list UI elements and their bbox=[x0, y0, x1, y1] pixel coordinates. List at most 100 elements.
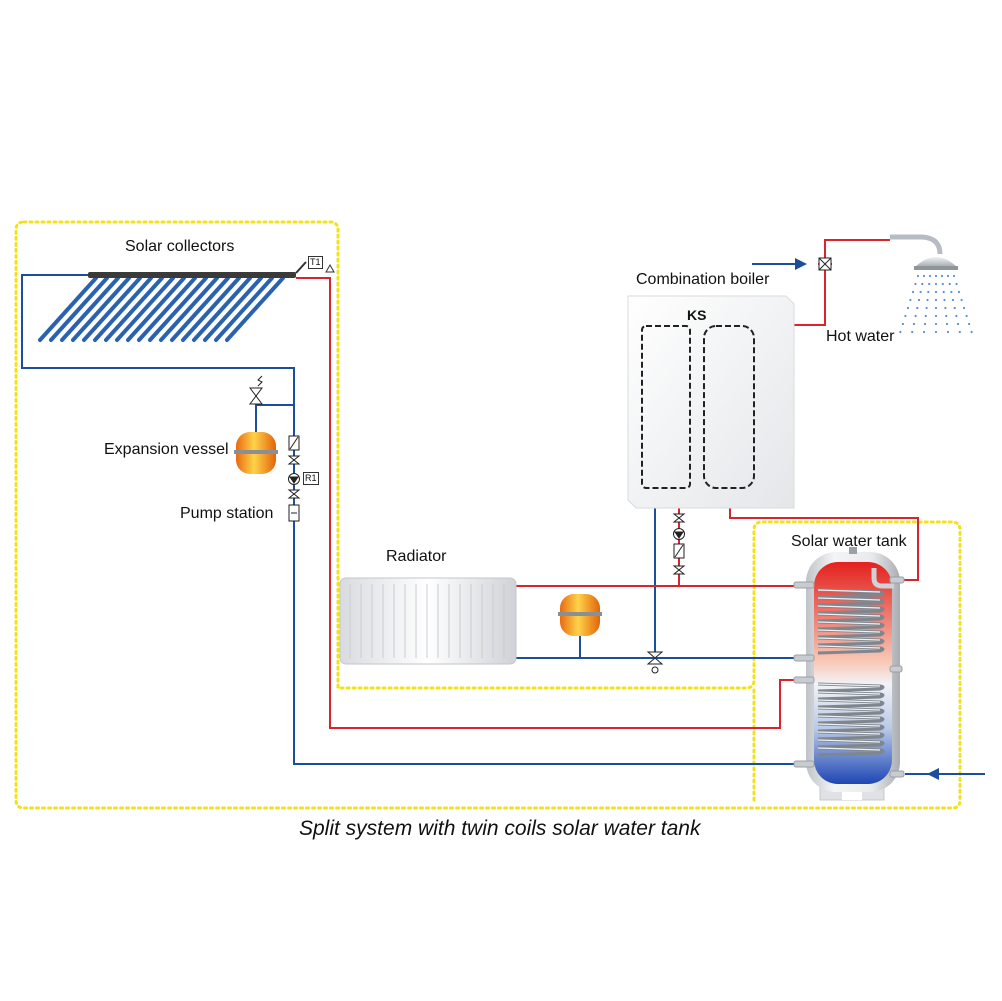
cold-supply-arrows bbox=[752, 258, 985, 780]
spray-drop bbox=[963, 306, 966, 310]
collector-tube bbox=[192, 276, 252, 342]
spray-drop bbox=[934, 322, 938, 326]
spray-drop bbox=[911, 330, 914, 334]
spray-drop bbox=[934, 306, 938, 310]
coil-turn bbox=[817, 690, 885, 701]
spray-drop bbox=[955, 314, 958, 318]
spray-drop bbox=[940, 274, 944, 278]
collector-tube bbox=[82, 276, 142, 342]
coil-highlight bbox=[817, 731, 881, 735]
mixing-valve-icon bbox=[818, 257, 832, 271]
spray-drop bbox=[916, 274, 920, 278]
spray-drop bbox=[919, 290, 922, 294]
spray-drop bbox=[934, 282, 938, 286]
collector-tube bbox=[71, 276, 131, 342]
coil-turn bbox=[817, 738, 885, 749]
boiler-heat-exchanger-right bbox=[703, 325, 755, 489]
coil-turn bbox=[817, 596, 885, 607]
collector-tube bbox=[115, 276, 175, 342]
collector-return-pipe bbox=[21, 274, 800, 765]
coil-highlight bbox=[817, 747, 881, 751]
spray-drop bbox=[901, 322, 905, 326]
spray-drop bbox=[922, 274, 926, 278]
spray-drop bbox=[917, 298, 921, 302]
valve-icon bbox=[672, 513, 686, 523]
spray-drop bbox=[942, 290, 945, 294]
radiator bbox=[339, 577, 517, 665]
spray-drop bbox=[965, 314, 968, 318]
spray-drop bbox=[914, 314, 917, 318]
combination-boiler bbox=[627, 295, 795, 509]
collector-tube bbox=[159, 276, 219, 342]
collector-tube bbox=[203, 276, 263, 342]
collector-tube bbox=[214, 276, 274, 342]
solar-collectors-label: Solar collectors bbox=[125, 238, 235, 255]
spray-drop bbox=[924, 314, 927, 318]
coil-turn bbox=[817, 714, 885, 725]
solar-collector-array bbox=[38, 276, 285, 342]
spray-drop bbox=[934, 314, 938, 318]
sensor-t1-tag: T1 bbox=[308, 256, 323, 269]
valve-icon bbox=[287, 455, 301, 465]
spray-drop bbox=[945, 322, 949, 326]
combination-boiler-label: Combination boiler bbox=[636, 271, 770, 288]
boiler-heat-exchanger-left bbox=[641, 325, 691, 489]
valve-icon bbox=[287, 489, 301, 499]
pump-station bbox=[287, 435, 301, 522]
coil-highlight bbox=[817, 605, 881, 609]
three-way-valve-icon bbox=[646, 651, 664, 674]
collector-tube bbox=[137, 276, 197, 342]
coil-highlight bbox=[817, 739, 881, 743]
radiator-expansion-vessel bbox=[558, 594, 602, 636]
coil-turn bbox=[817, 636, 885, 647]
shower-head-icon bbox=[890, 234, 958, 270]
spray-drop bbox=[944, 306, 947, 310]
collector-tube bbox=[126, 276, 186, 342]
expansion-vessel bbox=[234, 432, 278, 474]
collector-header bbox=[88, 261, 335, 278]
spray-drop bbox=[957, 290, 961, 294]
spray-drop bbox=[921, 282, 924, 286]
spray-drop bbox=[927, 290, 930, 294]
coil-highlight bbox=[817, 715, 881, 719]
spray-drop bbox=[948, 282, 951, 286]
spray-drop bbox=[943, 298, 946, 302]
spray-drop bbox=[934, 274, 938, 278]
spray-drop bbox=[960, 298, 963, 302]
expansion-vessel-label: Expansion vessel bbox=[104, 441, 229, 458]
spray-drop bbox=[946, 274, 950, 278]
hot-water-label: Hot water bbox=[826, 328, 895, 345]
spray-drop bbox=[958, 330, 961, 334]
radiator-label: Radiator bbox=[386, 548, 447, 565]
tank-coils bbox=[817, 588, 885, 757]
tank-ports bbox=[793, 576, 905, 778]
spray-drop bbox=[916, 306, 919, 310]
coil-turn bbox=[817, 604, 885, 615]
spray-drop bbox=[934, 298, 938, 302]
solar-loop-outline bbox=[14, 220, 962, 810]
pump-station-label: Pump station bbox=[180, 505, 274, 522]
group-outlines bbox=[14, 220, 962, 810]
spray-drop bbox=[968, 322, 971, 326]
spray-drop bbox=[950, 290, 953, 294]
collector-tube bbox=[181, 276, 241, 342]
collector-tube bbox=[148, 276, 208, 342]
hot-water-pipe bbox=[785, 239, 890, 326]
spray-drop bbox=[925, 306, 928, 310]
coil-highlight bbox=[817, 613, 881, 617]
spray-drop bbox=[906, 306, 910, 310]
spray-drop bbox=[928, 274, 932, 278]
collector-tube bbox=[170, 276, 230, 342]
coil-turn bbox=[817, 698, 885, 709]
collector-tube bbox=[225, 276, 285, 342]
shower-spray bbox=[899, 274, 973, 334]
spray-drop bbox=[953, 306, 956, 310]
tank-hot-outlet bbox=[871, 568, 894, 589]
spray-drop bbox=[928, 282, 931, 286]
spray-drop bbox=[955, 282, 958, 286]
boiler-id-label: KS bbox=[687, 307, 707, 323]
spray-drop bbox=[926, 298, 929, 302]
valve-icon bbox=[672, 565, 686, 575]
coil-highlight bbox=[817, 637, 881, 641]
